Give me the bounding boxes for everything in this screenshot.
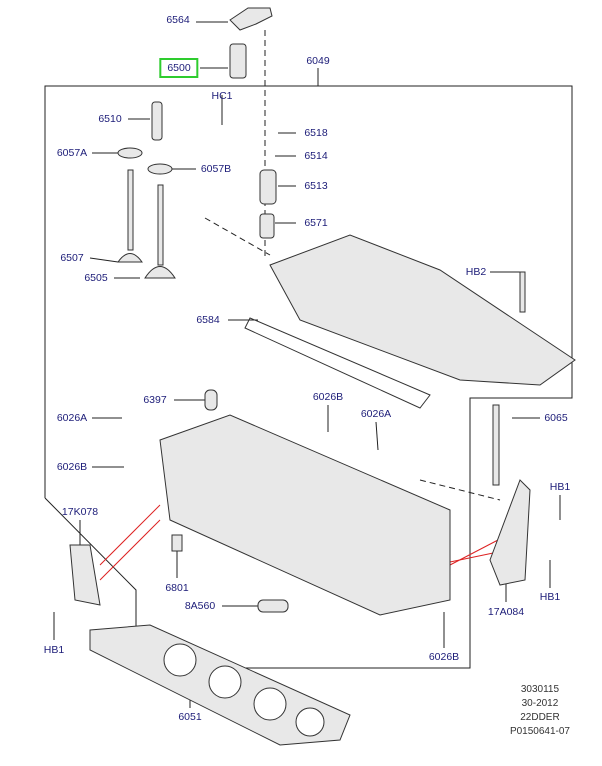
reference-engine-code: 22DDER xyxy=(520,712,560,723)
part-label-6057a[interactable]: 6057A xyxy=(56,147,88,159)
rocker-arm xyxy=(229,7,273,31)
part-label-6801[interactable]: 6801 xyxy=(165,582,189,594)
part-label-6026a[interactable]: 6026A xyxy=(56,412,88,424)
camshaft-carrier xyxy=(269,234,576,386)
illustration-reference: 3030115 30-2012 22DDER P0150641-07 xyxy=(510,683,570,739)
frame-outline xyxy=(44,85,573,669)
part-label-6057b[interactable]: 6057B xyxy=(200,163,232,175)
part-label-6584[interactable]: 6584 xyxy=(196,314,220,326)
part-label-6026b[interactable]: 6026B xyxy=(56,461,88,473)
part-label-6026b[interactable]: 6026B xyxy=(428,651,460,663)
part-label-hb1[interactable]: HB1 xyxy=(539,591,561,603)
reference-code: 3030115 xyxy=(520,684,560,695)
part-label-6564[interactable]: 6564 xyxy=(166,14,190,26)
part-label-6397[interactable]: 6397 xyxy=(143,394,167,406)
part-label-6049[interactable]: 6049 xyxy=(306,55,330,67)
part-label-6571[interactable]: 6571 xyxy=(304,217,328,229)
valve-guide-6510 xyxy=(151,101,163,141)
part-label-6026b[interactable]: 6026B xyxy=(312,391,344,403)
valve-spring xyxy=(259,169,277,205)
part-label-hb1[interactable]: HB1 xyxy=(549,481,571,493)
lash-adjuster xyxy=(229,43,247,79)
part-label-6505[interactable]: 6505 xyxy=(84,272,108,284)
part-label-17a084[interactable]: 17A084 xyxy=(487,606,525,618)
cylinder-head xyxy=(159,414,451,616)
part-label-hb2[interactable]: HB2 xyxy=(465,266,487,278)
part-label-17k078[interactable]: 17K078 xyxy=(61,506,99,518)
cam-cover-gasket xyxy=(244,317,431,409)
part-label-6510[interactable]: 6510 xyxy=(98,113,122,125)
part-label-hb1[interactable]: HB1 xyxy=(43,644,65,656)
part-label-8a560[interactable]: 8A560 xyxy=(184,600,216,612)
red-callout-lines xyxy=(99,504,499,581)
reference-date: 30-2012 xyxy=(521,698,559,709)
part-label-6513[interactable]: 6513 xyxy=(304,180,328,192)
bracket-17a084 xyxy=(489,479,531,586)
leader-lines xyxy=(53,21,561,708)
head-bolt xyxy=(492,404,500,486)
part-label-hc1[interactable]: HC1 xyxy=(211,90,233,102)
reference-illustration-id: P0150641-07 xyxy=(509,726,570,737)
part-label-6514[interactable]: 6514 xyxy=(304,150,328,162)
part-label-6026a[interactable]: 6026A xyxy=(360,408,392,420)
part-label-6500-highlighted[interactable]: 6500 xyxy=(159,58,199,78)
part-label-6065[interactable]: 6065 xyxy=(544,412,568,424)
part-label-6051[interactable]: 6051 xyxy=(178,711,202,723)
part-label-6518[interactable]: 6518 xyxy=(304,127,328,139)
bracket-17k078 xyxy=(69,544,101,606)
part-label-6507[interactable]: 6507 xyxy=(60,252,84,264)
